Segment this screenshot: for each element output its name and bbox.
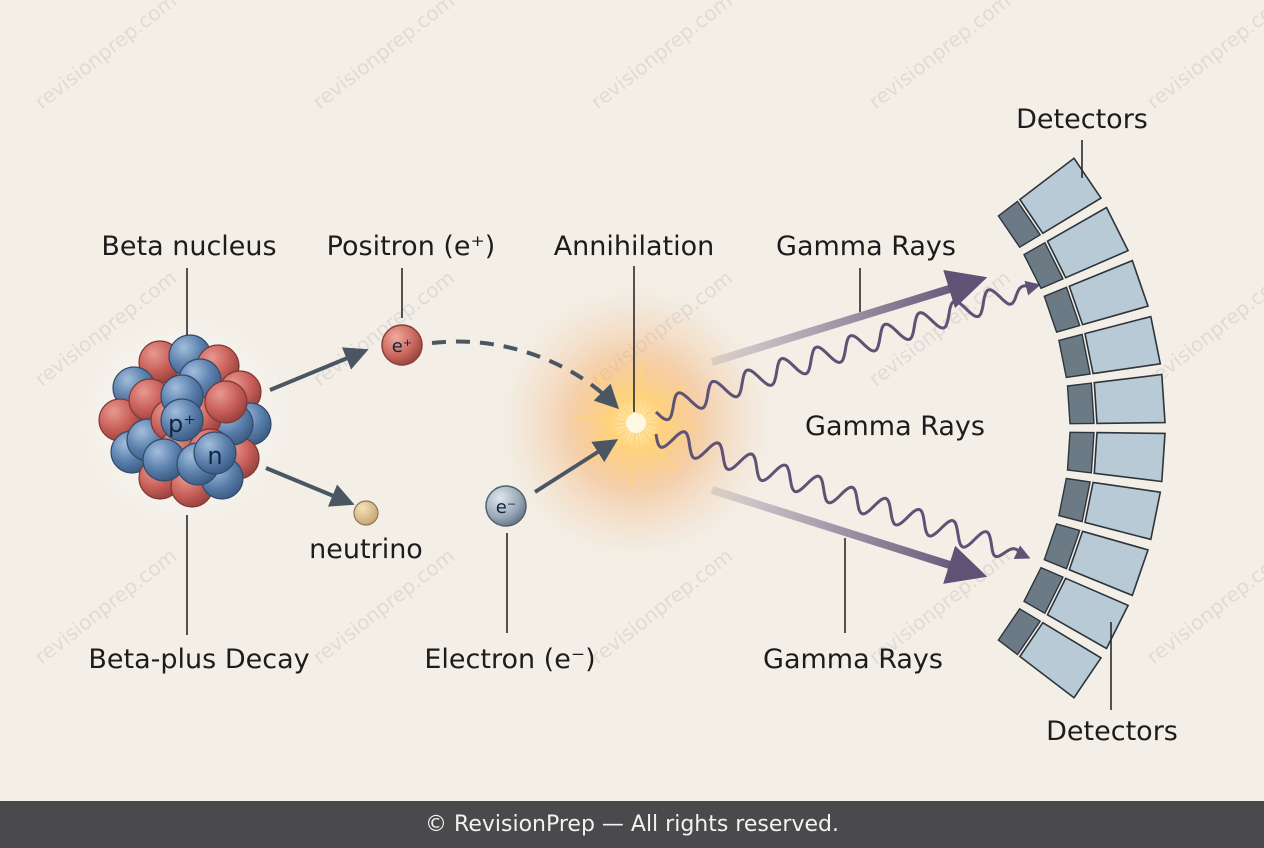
detector-crystal-backing xyxy=(997,607,1042,656)
neutron-sphere xyxy=(193,431,237,475)
gamma-rays-bottom-label: Gamma Rays xyxy=(763,644,943,675)
flash-ray xyxy=(617,382,633,415)
detector-crystal xyxy=(1084,315,1162,375)
positron-path xyxy=(431,339,620,410)
flash-ray xyxy=(639,431,655,464)
flash-ray xyxy=(605,423,627,429)
detector-crystal xyxy=(1084,481,1162,541)
leader-lines xyxy=(186,140,1112,710)
neutrino-particle xyxy=(353,500,379,526)
flash-ray xyxy=(636,432,642,454)
flash-ray xyxy=(635,360,644,415)
detector-crystal xyxy=(1068,530,1150,597)
flash-ray xyxy=(644,404,677,420)
flash-ray xyxy=(641,386,663,416)
detector-crystal-backing xyxy=(1058,477,1091,523)
detector-crystal xyxy=(1093,373,1166,425)
annihilation-label: Annihilation xyxy=(554,231,715,262)
flash-ray xyxy=(638,394,648,415)
flash-ray xyxy=(644,425,665,435)
detector-crystal xyxy=(1093,431,1166,483)
positron-symbol: e⁺ xyxy=(392,336,413,357)
gamma-wave-lower xyxy=(654,430,1031,559)
flash-ray xyxy=(644,422,699,431)
flash-ray xyxy=(573,415,628,424)
nucleus: p⁺ n xyxy=(81,316,291,526)
detector-crystal-backing xyxy=(1058,333,1091,379)
flash-ray xyxy=(642,382,686,418)
detector-crystal-backing xyxy=(997,200,1042,249)
copyright-footer: © RevisionPrep — All rights reserved. xyxy=(0,801,1264,848)
gamma-beam-upper xyxy=(710,269,988,366)
detectors-top-label: Detectors xyxy=(1016,104,1148,135)
neutron-sphere xyxy=(160,398,204,442)
detectors-bottom-label: Detectors xyxy=(1046,716,1178,747)
electron-particle: e⁻ xyxy=(485,485,527,527)
electron-label: Electron (e⁻) xyxy=(424,644,595,675)
proton-label: p⁺ xyxy=(168,410,196,438)
gamma-rays-middle-label: Gamma Rays xyxy=(805,411,985,442)
detector-crystal-backing xyxy=(1066,431,1095,474)
gamma-beam-lower xyxy=(710,486,988,584)
annihilation-flash xyxy=(496,283,776,563)
detector-crystal xyxy=(1068,259,1150,326)
copyright-text: © RevisionPrep — All rights reserved. xyxy=(425,812,839,837)
electron-symbol: e⁻ xyxy=(496,497,517,518)
flash-ray xyxy=(624,431,634,452)
flash-ray xyxy=(595,426,628,442)
beta-nucleus-label: Beta nucleus xyxy=(101,231,276,262)
gamma-wave-upper xyxy=(654,280,1041,422)
proton-sphere xyxy=(204,380,248,424)
detector-array xyxy=(997,157,1166,699)
detector-crystal-backing xyxy=(1023,566,1064,615)
detector-crystal xyxy=(1046,206,1130,279)
gamma-rays-top-label: Gamma Rays xyxy=(776,231,956,262)
beta-plus-decay-diagram: p⁺ n e⁺ e⁻ xyxy=(81,104,1178,747)
flash-ray xyxy=(641,429,677,473)
positron-particle: e⁺ xyxy=(381,324,423,366)
flash-ray xyxy=(607,411,628,421)
neutron-label: n xyxy=(207,442,222,470)
detector-crystal xyxy=(1018,157,1103,235)
neutrino-emission-arrow xyxy=(265,466,355,507)
detector-crystal-backing xyxy=(1043,523,1081,570)
detector-crystal-backing xyxy=(1066,382,1095,425)
electron-arrow xyxy=(533,439,619,494)
positron-emission-arrow xyxy=(269,347,369,392)
detector-crystal xyxy=(1018,621,1103,699)
neutrino-label: neutrino xyxy=(309,534,423,565)
detector-crystal-backing xyxy=(1023,241,1064,290)
beta-plus-decay-label: Beta-plus Decay xyxy=(88,644,309,675)
detector-crystal-backing xyxy=(1043,286,1081,333)
positron-label: Positron (e⁺) xyxy=(327,231,496,262)
detector-crystal xyxy=(1046,577,1130,650)
flash-ray xyxy=(628,431,637,486)
